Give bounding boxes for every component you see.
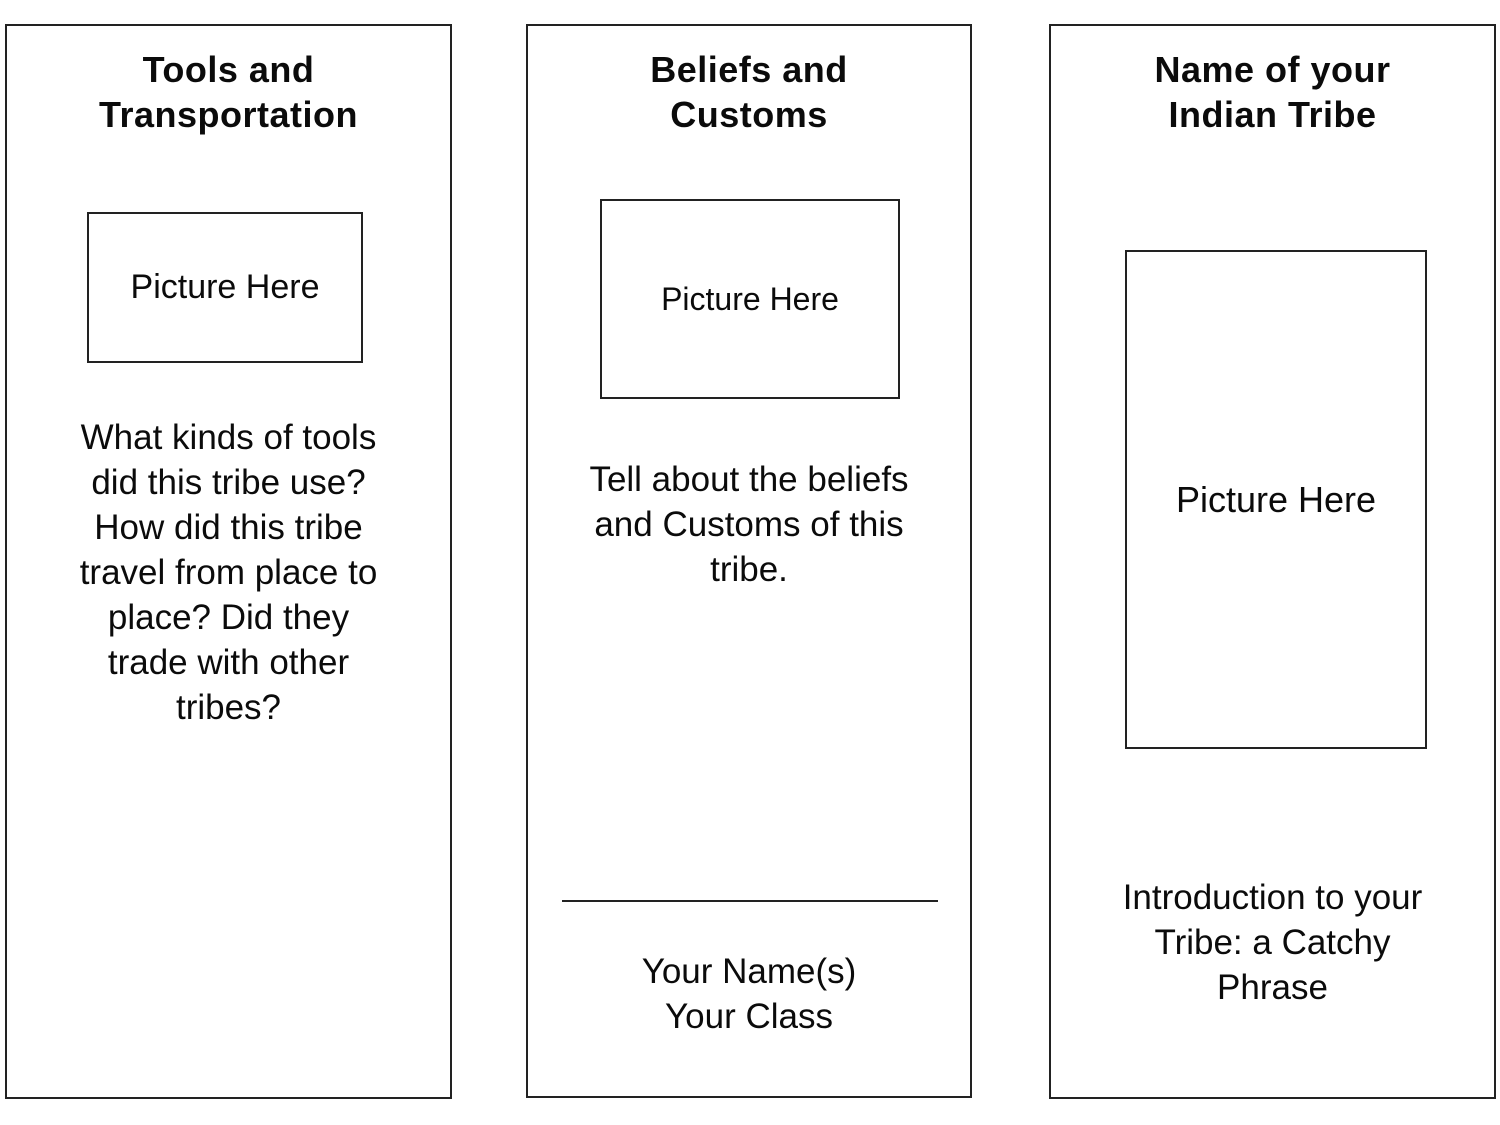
picture-placeholder-box: Picture Here	[1125, 250, 1427, 749]
tools-question-text: What kinds of tools did this tribe use? …	[7, 415, 450, 730]
tribe-name-title: Name of your Indian Tribe	[1051, 47, 1494, 137]
question-line: How did this tribe	[94, 508, 363, 547]
question-line: trade with other	[107, 643, 350, 682]
title-line: Indian Tribe	[1168, 94, 1377, 135]
panel-tribe-name: Name of your Indian Tribe Picture Here I…	[1049, 24, 1496, 1099]
title-line: Tools and	[142, 49, 315, 90]
intro-line: Phrase	[1217, 968, 1328, 1007]
beliefs-customs-title: Beliefs and Customs	[528, 47, 970, 137]
picture-placeholder-label: Picture Here	[661, 280, 839, 317]
title-line: Transportation	[98, 94, 359, 135]
panel-tools-transportation: Tools and Transportation Picture Here Wh…	[5, 24, 452, 1099]
instruction-line: Tell about the beliefs	[589, 460, 909, 499]
panel-beliefs-customs: Beliefs and Customs Picture Here Tell ab…	[526, 24, 972, 1098]
beliefs-instruction-text: Tell about the beliefs and Customs of th…	[528, 457, 970, 592]
name-signature-rule	[562, 900, 938, 902]
intro-line: Introduction to your	[1122, 878, 1423, 917]
instruction-line: tribe.	[710, 550, 788, 589]
picture-placeholder-label: Picture Here	[1175, 478, 1377, 520]
picture-placeholder-label: Picture Here	[130, 268, 320, 306]
intro-line: Tribe: a Catchy	[1154, 923, 1391, 962]
title-line: Beliefs and	[650, 49, 848, 90]
tribe-intro-text: Introduction to your Tribe: a Catchy Phr…	[1051, 875, 1494, 1010]
title-line: Customs	[670, 94, 828, 135]
instruction-line: and Customs of this	[594, 505, 904, 544]
title-line: Name of your	[1154, 49, 1391, 90]
question-line: What kinds of tools	[80, 418, 377, 457]
question-line: did this tribe use?	[91, 463, 366, 502]
picture-placeholder-box: Picture Here	[600, 199, 900, 399]
signature-line: Your Class	[665, 997, 833, 1036]
signature-line: Your Name(s)	[641, 952, 857, 991]
question-line: travel from place to	[79, 553, 378, 592]
picture-placeholder-box: Picture Here	[87, 212, 363, 363]
name-class-text: Your Name(s) Your Class	[528, 949, 970, 1039]
question-line: place? Did they	[107, 598, 350, 637]
question-line: tribes?	[175, 688, 282, 727]
tools-transportation-title: Tools and Transportation	[7, 47, 450, 137]
